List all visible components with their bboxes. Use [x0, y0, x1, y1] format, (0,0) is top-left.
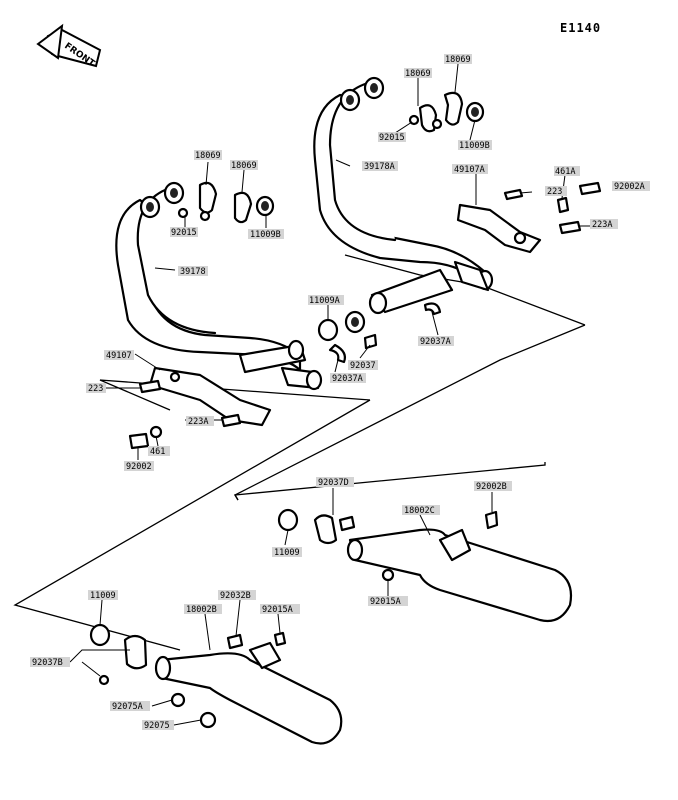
- label-92037D: 92037D: [318, 478, 349, 488]
- label-92002B: 92002B: [476, 482, 507, 492]
- bolts-right-group: [503, 181, 602, 235]
- label-18069-l1: 18069: [195, 151, 221, 161]
- label-18069-l2: 18069: [231, 161, 257, 171]
- front-arrow-icon: FRONT: [36, 23, 102, 70]
- label-92037B: 92037B: [32, 658, 63, 668]
- label-92015A-c: 92015A: [370, 597, 401, 607]
- bracket-49107A: [456, 203, 542, 254]
- label-18069-r2: 18069: [445, 55, 471, 65]
- clamp-18069-upper-left: [177, 181, 275, 224]
- right-header-pipe-assembly: [313, 76, 494, 315]
- label-223A-r: 223A: [592, 220, 612, 230]
- assembly-boundary-lines: [13, 254, 586, 651]
- label-92015-r: 92015: [379, 133, 405, 143]
- leader-lines: [69, 63, 600, 726]
- clamp-18069-upper-right: [408, 91, 485, 133]
- bolts-left-group: [128, 379, 242, 450]
- label-92015A-l: 92015A: [262, 605, 293, 615]
- left-muffler: [89, 623, 343, 745]
- label-461: 461: [150, 447, 165, 457]
- label-11009-l: 11009: [90, 591, 116, 601]
- label-92032B: 92032B: [220, 591, 251, 601]
- label-49107A: 49107A: [454, 165, 485, 175]
- label-11009B-l: 11009B: [250, 230, 281, 240]
- label-11009-c: 11009: [274, 548, 300, 558]
- label-92037A-r: 92037A: [420, 337, 451, 347]
- label-92075: 92075: [144, 721, 170, 731]
- label-18002B: 18002B: [186, 605, 217, 615]
- right-muffler: [277, 508, 573, 623]
- label-92037A-c: 92037A: [332, 374, 363, 384]
- label-223-l: 223: [88, 384, 103, 394]
- bracket-49107: [148, 366, 272, 427]
- label-18002C: 18002C: [404, 506, 435, 516]
- label-92015-l: 92015: [171, 228, 197, 238]
- label-39178: 39178: [180, 267, 206, 277]
- label-39178A: 39178A: [364, 162, 395, 172]
- figure-code: E1140: [560, 21, 601, 35]
- label-223A-l: 223A: [188, 417, 208, 427]
- label-92002: 92002: [126, 462, 152, 472]
- label-11009A: 11009A: [309, 296, 340, 306]
- center-gasket-group: [317, 302, 442, 364]
- label-92075A: 92075A: [112, 702, 143, 712]
- label-92002A: 92002A: [614, 182, 645, 192]
- part-labels: 18069 18069 92015 11009B 39178A 49107A 2…: [30, 54, 650, 731]
- label-18069-r1: 18069: [405, 69, 431, 79]
- label-92037-c: 92037: [350, 361, 376, 371]
- label-461A: 461A: [555, 167, 575, 177]
- label-223-r: 223: [547, 187, 562, 197]
- label-49107: 49107: [106, 351, 132, 361]
- left-header-pipe-assembly: [115, 181, 323, 391]
- label-11009B-r: 11009B: [459, 141, 490, 151]
